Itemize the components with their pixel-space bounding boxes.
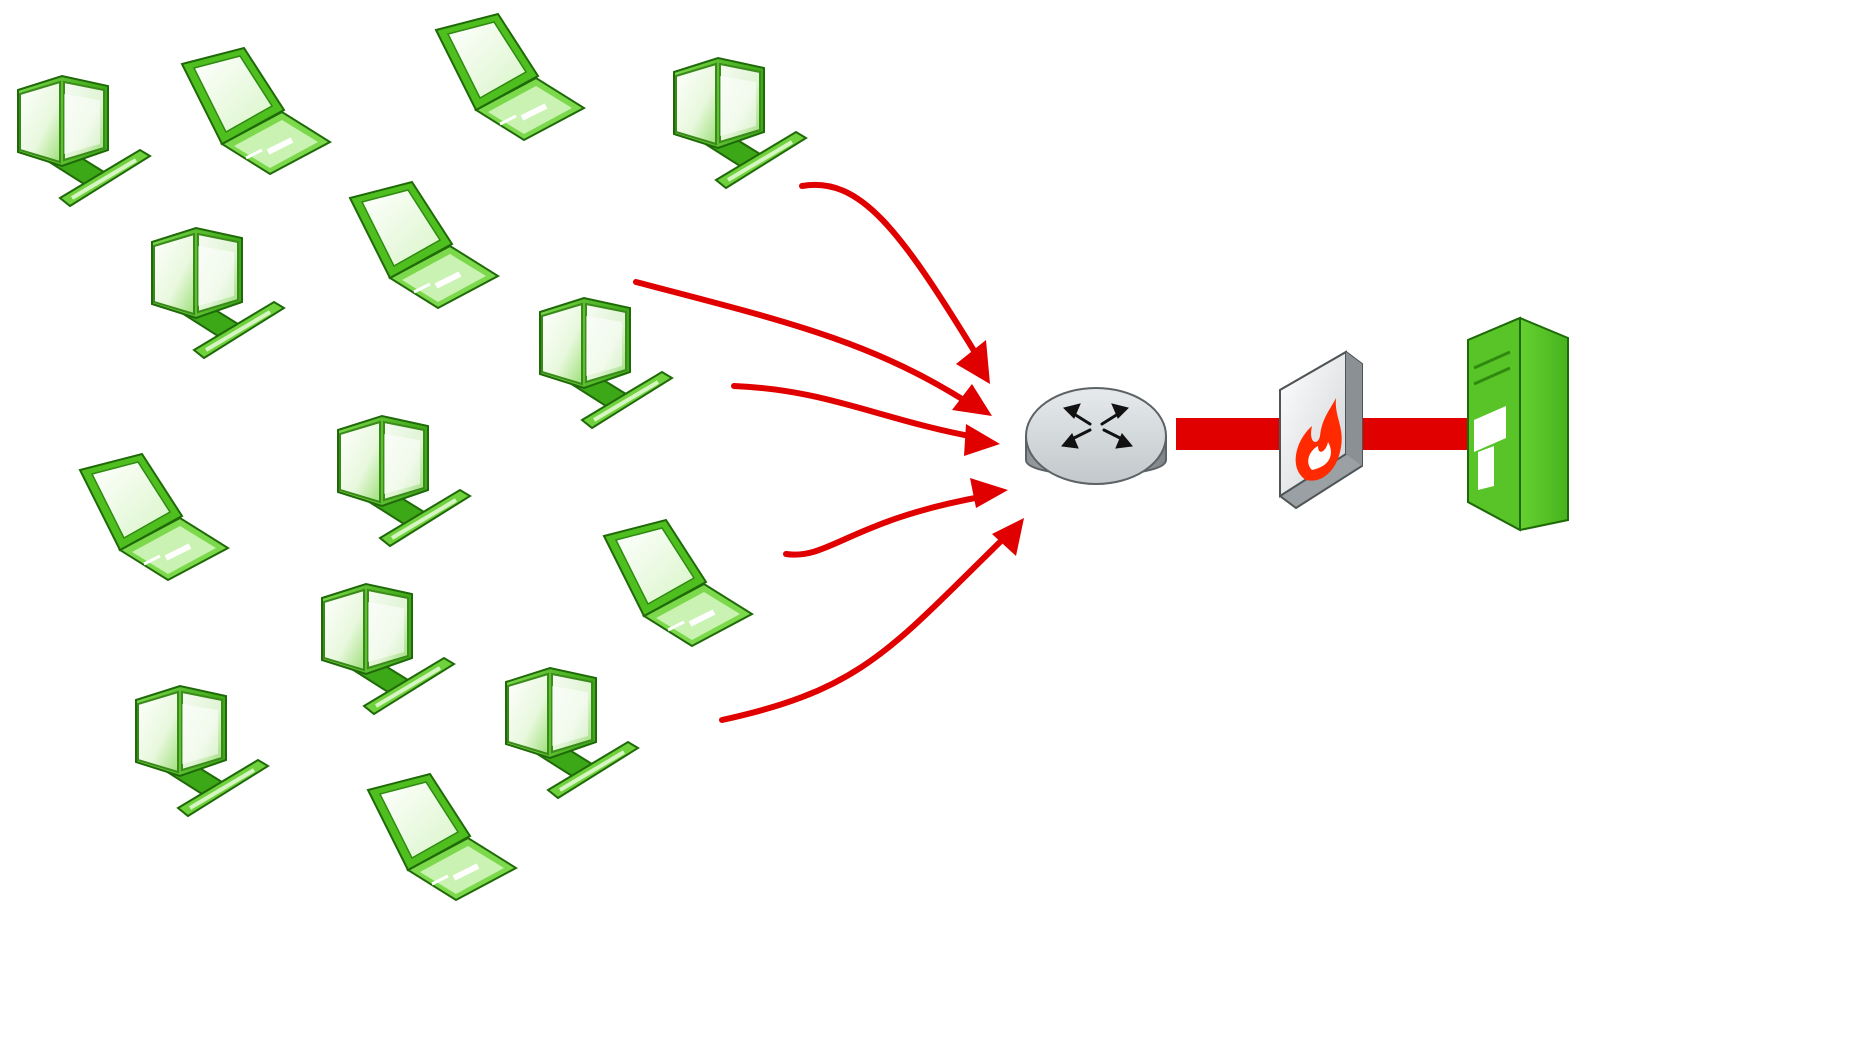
laptop-icon (604, 520, 752, 646)
desktop-icon (320, 582, 456, 716)
link-firewall-server (1362, 418, 1468, 450)
traffic-arrow (783, 493, 989, 558)
desktop-icon (538, 296, 674, 430)
clients-group (16, 14, 808, 900)
desktop-icon (134, 684, 270, 818)
traffic-arrow (731, 383, 983, 441)
arrow-heads (952, 340, 1024, 556)
desktop-icon (672, 56, 808, 190)
laptop-icon (350, 182, 498, 308)
laptop-icon (436, 14, 584, 140)
desktop-icon (504, 666, 640, 800)
link-router-firewall (1176, 418, 1284, 450)
laptop-icon (368, 774, 516, 900)
traffic-arrow (633, 279, 973, 407)
firewall-icon (1279, 350, 1363, 510)
arrow-head (970, 478, 1008, 508)
arrow-head (992, 518, 1024, 556)
desktop-icon (150, 226, 286, 360)
traffic-arrow (719, 539, 1003, 723)
desktop-icon (16, 74, 152, 208)
arrow-head (956, 340, 990, 384)
server-icon (1467, 316, 1569, 532)
laptop-icon (80, 454, 228, 580)
arrow-head (964, 424, 1000, 456)
traffic-arrow (799, 181, 979, 357)
arrow-head (952, 384, 992, 416)
traffic-arrows (633, 181, 1003, 723)
router-icon (1025, 387, 1167, 485)
desktop-icon (336, 414, 472, 548)
laptop-icon (182, 48, 330, 174)
